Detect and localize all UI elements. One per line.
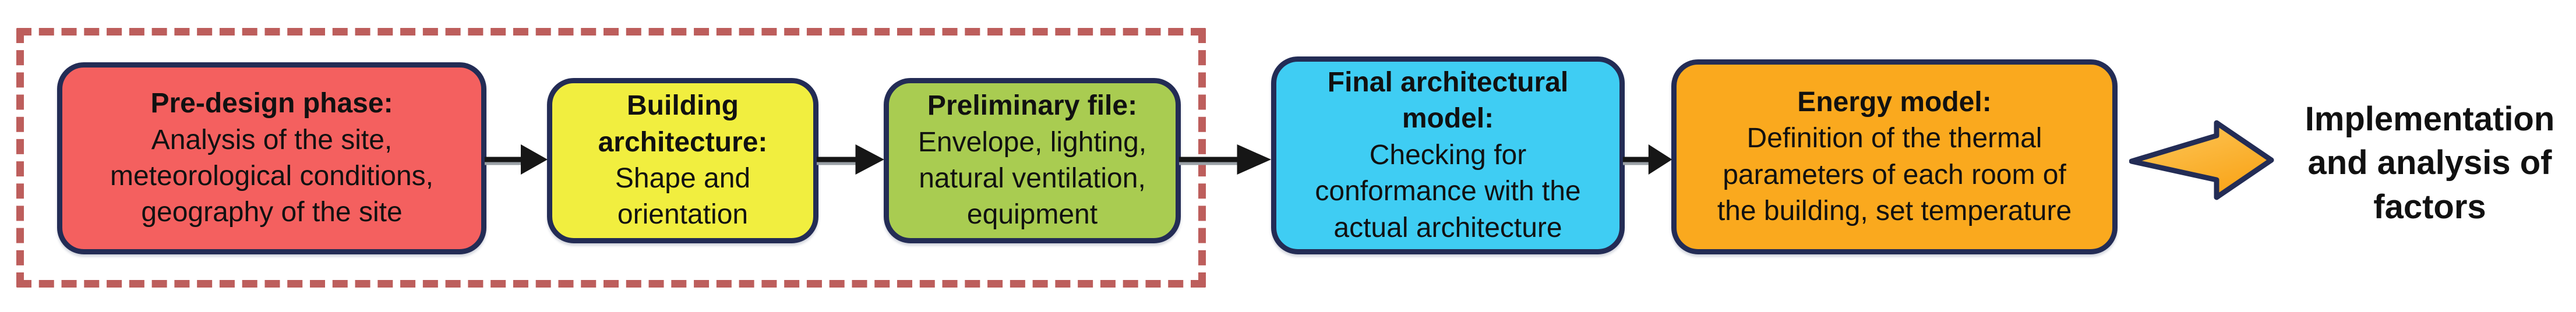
right-arrow-icon bbox=[1623, 141, 1673, 178]
step-body: Shape and orientation bbox=[615, 163, 751, 231]
right-arrow-icon bbox=[1179, 141, 1273, 178]
step-box-energy-model: Energy model: Definition of the thermal … bbox=[1671, 59, 2118, 254]
right-arrow-icon bbox=[817, 141, 885, 178]
step-body: Definition of the thermal parameters of … bbox=[1717, 123, 2072, 226]
step-body: Envelope, lighting, natural ventilation,… bbox=[918, 126, 1147, 231]
step-box-final-architectural-model: Final architectural model: Checking for … bbox=[1271, 56, 1625, 254]
step-box-building-architecture: Building architecture: Shape and orienta… bbox=[547, 78, 818, 243]
right-arrow-icon bbox=[485, 141, 549, 178]
step-body: Checking for conformance with the actual… bbox=[1315, 139, 1581, 243]
step-title: Pre-design phase: bbox=[150, 88, 393, 119]
step-title: Energy model: bbox=[1797, 86, 1992, 118]
pre-design-group-outline bbox=[16, 28, 1206, 288]
step-title: Preliminary file: bbox=[927, 90, 1138, 122]
outcome-label: Implementation and analysis of factors bbox=[2305, 100, 2555, 226]
step-title: Building architecture: bbox=[598, 90, 768, 158]
step-body: Analysis of the site, meteorological con… bbox=[110, 124, 433, 228]
step-box-preliminary-file: Preliminary file: Envelope, lighting, na… bbox=[884, 78, 1181, 243]
step-box-pre-design-phase: Pre-design phase: Analysis of the site, … bbox=[57, 62, 486, 254]
step-title: Final architectural model: bbox=[1327, 67, 1569, 134]
big-orange-arrow-icon bbox=[2129, 118, 2276, 202]
